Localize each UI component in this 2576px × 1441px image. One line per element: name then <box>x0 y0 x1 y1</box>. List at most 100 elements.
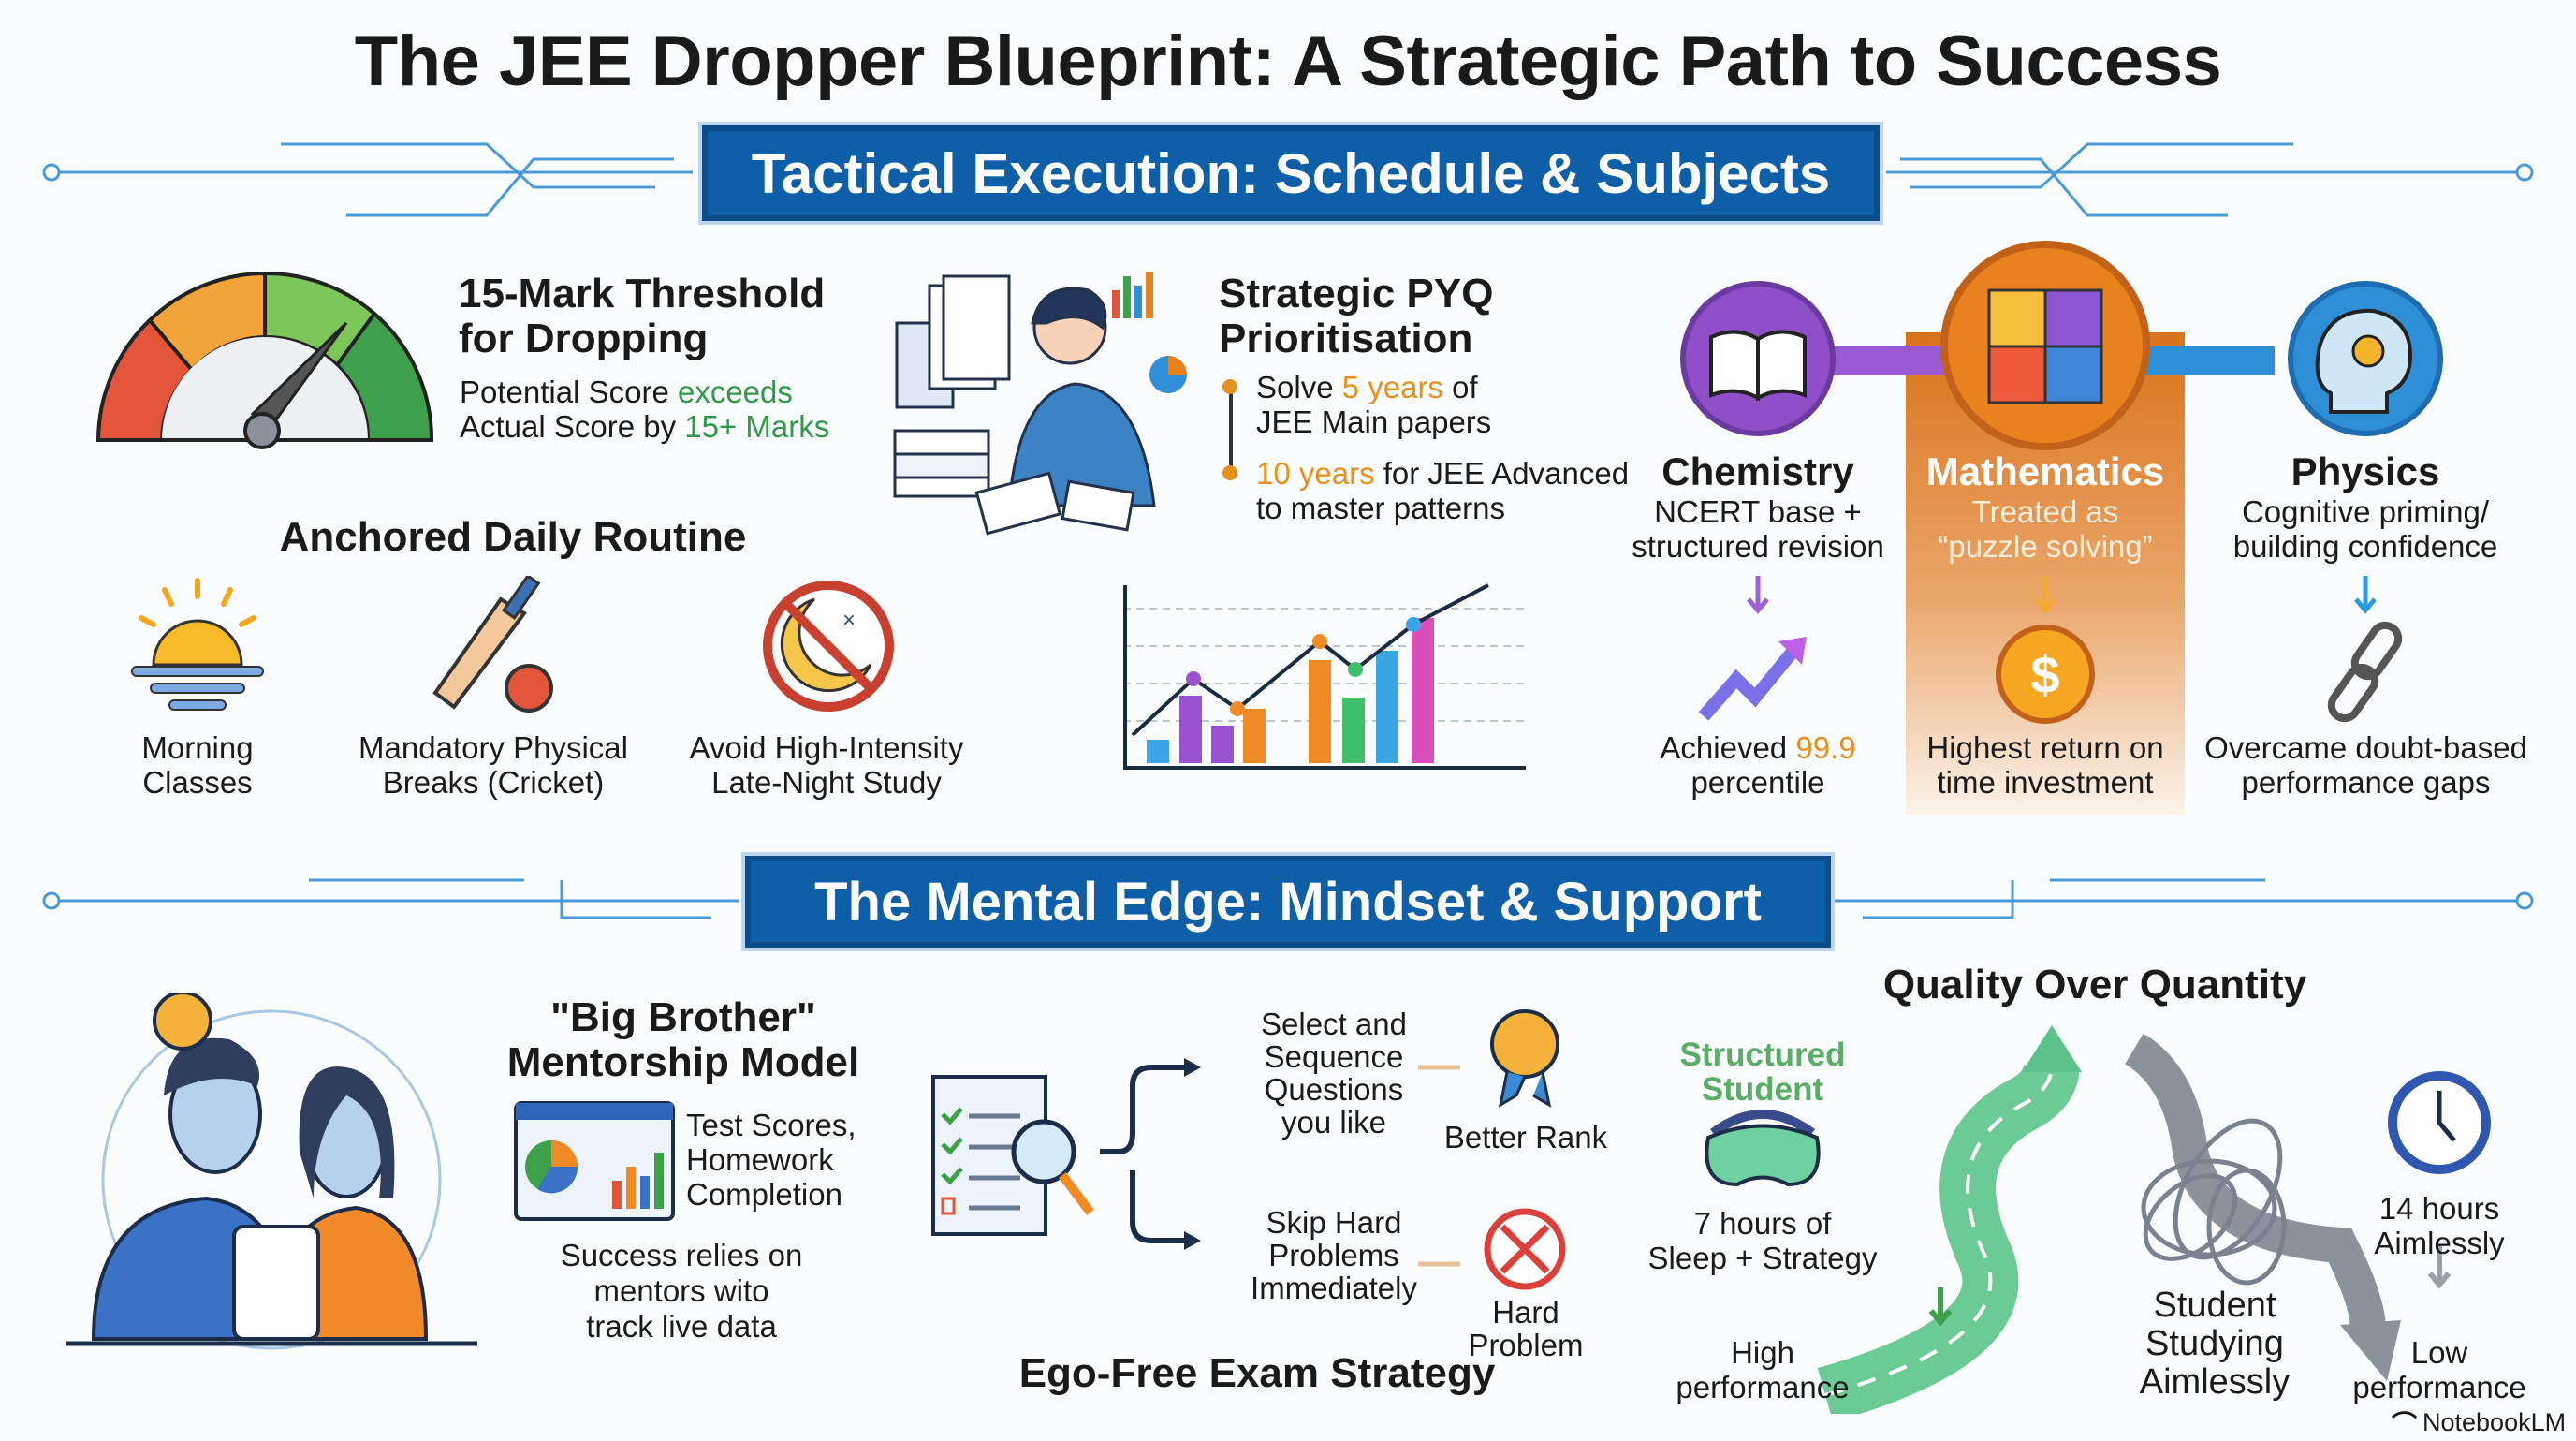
result-text: Highest return on <box>1926 730 2164 765</box>
subject-desc: NCERT base + <box>1654 494 1862 529</box>
summary-line: mentors wito <box>593 1273 769 1308</box>
label-line: 7 hours of <box>1693 1206 1832 1241</box>
pyq-text: JEE Main papers <box>1256 404 1492 439</box>
mentorship-title-line1: "Big Brother" <box>550 994 816 1040</box>
option-text: Questions <box>1264 1072 1404 1107</box>
subject-desc: Cognitive priming/ <box>2241 494 2490 529</box>
ego-title: Ego-Free Exam Strategy <box>1018 1350 1496 1396</box>
watermark-text: NotebookLM <box>2422 1408 2567 1436</box>
bullet-connector <box>1229 384 1233 473</box>
result-highlight: 99.9 <box>1795 730 1856 765</box>
metric-label: Test Scores, <box>686 1108 856 1142</box>
threshold-title-line2: for Dropping <box>459 316 709 361</box>
pyq-title: Strategic PYQ Prioritisation <box>1219 272 1493 361</box>
sunrise-icon <box>131 578 264 711</box>
option-text: Immediately <box>1251 1271 1417 1305</box>
summary-line: track live data <box>586 1309 777 1344</box>
subject-name: Physics <box>2291 449 2440 493</box>
result-text: performance gaps <box>2241 765 2491 800</box>
subject-name: Chemistry <box>1661 449 1854 493</box>
subject-physics: Physics Cognitive priming/ building conf… <box>2206 449 2525 564</box>
circuit-decoration <box>42 878 2534 919</box>
routine-item-label: Breaks (Cricket) <box>382 765 605 800</box>
svg-text:$: $ <box>2030 645 2059 704</box>
result-text: Hard <box>1492 1295 1559 1330</box>
pyq-highlight: 5 years <box>1341 370 1443 404</box>
notebooklm-logo-icon: ⌒ <box>2392 1411 2417 1439</box>
routine-item-label: Avoid High-Intensity <box>689 730 964 765</box>
metric-label: Completion <box>686 1177 842 1212</box>
label-line: Student <box>2153 1286 2276 1325</box>
sleep-mask-icon <box>1705 1110 1821 1187</box>
threshold-description: Potential Score exceeds Actual Score by … <box>460 375 829 444</box>
label-line: Sleep + Strategy <box>1647 1241 1878 1275</box>
bullet-dot <box>1222 465 1237 480</box>
option-text: you like <box>1281 1105 1386 1140</box>
routine-item-label: Classes <box>142 765 253 800</box>
threshold-highlight: 15+ Marks <box>684 409 830 444</box>
chemistry-result: Achieved 99.9 percentile <box>1617 730 1898 800</box>
pyq-title-line2: Prioritisation <box>1219 316 1473 361</box>
summary-line: Success relies on <box>560 1238 803 1272</box>
quality-paths <box>1705 1025 2491 1414</box>
growth-chart-illustration <box>1123 583 1526 770</box>
notebooklm-watermark: ⌒NotebookLM <box>2392 1404 2566 1441</box>
routine-item-label: Mandatory Physical <box>359 730 628 765</box>
subject-chemistry: Chemistry NCERT base + structured revisi… <box>1617 449 1898 564</box>
aimless-road <box>2124 1033 2386 1331</box>
result-text: Achieved <box>1660 730 1796 765</box>
book-icon <box>1709 330 1807 402</box>
label-line: performance <box>1676 1370 1850 1404</box>
dashboard-icon <box>514 1101 675 1221</box>
cricket-bat-icon <box>432 576 553 713</box>
label-line: 14 hours <box>2378 1191 2500 1226</box>
pyq-text: Solve <box>1256 370 1342 404</box>
metric-label: Homework <box>686 1142 834 1177</box>
routine-item-label: Morning <box>141 730 254 765</box>
mentorship-title-line2: Mentorship Model <box>506 1039 860 1085</box>
subjects-connector <box>1680 241 2443 450</box>
no-late-night-icon: × <box>763 581 894 712</box>
circuit-decoration <box>42 142 2534 217</box>
subject-results-icons: $ <box>1698 576 2403 724</box>
subject-desc: building confidence <box>2232 529 2498 564</box>
section-banner-tactical: Tactical Execution: Schedule & Subjects <box>702 125 1880 221</box>
threshold-title-line1: 15-Mark Threshold <box>459 271 826 316</box>
option-text: Select and <box>1261 1007 1407 1041</box>
pyq-highlight: 10 years <box>1256 456 1375 491</box>
svg-text:×: × <box>842 608 856 633</box>
subject-desc: structured revision <box>1632 529 1884 564</box>
pyq-bullet-main: Solve 5 years of JEE Main papers <box>1256 370 1491 439</box>
page-title: The JEE Dropper Blueprint: A Strategic P… <box>354 22 2222 101</box>
label-line: Student <box>1701 1071 1824 1108</box>
option-text: Problems <box>1268 1238 1399 1272</box>
magnifier-icon <box>1011 1119 1076 1184</box>
lightbulb-head-icon <box>2315 308 2413 414</box>
result-text: percentile <box>1690 765 1825 800</box>
subject-mathematics: Mathematics Treated as “puzzle solving” <box>1906 449 2185 564</box>
result-text: time investment <box>1937 765 2154 800</box>
threshold-text: Actual Score by <box>460 409 685 444</box>
threshold-text: Potential Score <box>460 375 678 409</box>
pyq-text: to master patterns <box>1256 491 1505 525</box>
label-line: Aimlessly <box>2374 1226 2505 1260</box>
pyq-text: for JEE Advanced <box>1374 456 1630 491</box>
option-text: Sequence <box>1264 1039 1404 1074</box>
routine-title: Anchored Daily Routine <box>279 514 747 560</box>
gauge-icon <box>95 271 434 449</box>
puzzle-icon <box>1987 288 2103 404</box>
